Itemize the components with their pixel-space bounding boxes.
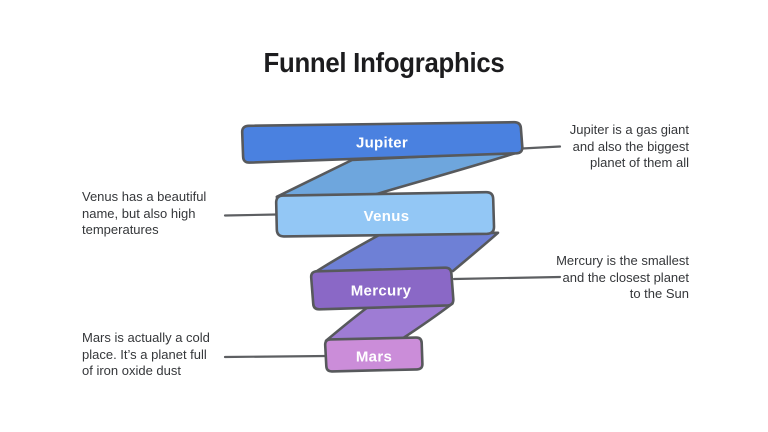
note-jupiter: Jupiter is a gas giant and also the bigg… bbox=[569, 122, 689, 170]
bar-venus bbox=[274, 190, 496, 238]
connector-mercury bbox=[452, 275, 562, 281]
bar-label-venus: Venus bbox=[364, 208, 410, 225]
funnel-ribbons bbox=[275, 150, 521, 343]
bar-jupiter bbox=[240, 120, 524, 164]
funnel-bars bbox=[240, 120, 524, 373]
ribbon-venus-mercury bbox=[314, 231, 500, 274]
bar-label-jupiter: Jupiter bbox=[356, 135, 408, 152]
bar-label-mercury: Mercury bbox=[351, 283, 412, 300]
slide-title: Funnel Infographics bbox=[263, 47, 505, 78]
note-venus: Venus has a beautiful name, but also hig… bbox=[82, 189, 207, 237]
connector-lines bbox=[223, 145, 562, 359]
connector-venus bbox=[223, 213, 279, 217]
bar-mars bbox=[323, 336, 424, 373]
bar-mercury bbox=[309, 266, 455, 311]
connector-jupiter bbox=[520, 145, 562, 150]
connector-mars bbox=[223, 354, 329, 359]
bar-label-mars: Mars bbox=[356, 349, 392, 366]
note-mars: Mars is actually a cold place. It’s a pl… bbox=[82, 330, 210, 378]
note-mercury: Mercury is the smallest and the closest … bbox=[556, 253, 689, 301]
bar-labels: Jupiter Venus Mercury Mars bbox=[351, 135, 412, 366]
